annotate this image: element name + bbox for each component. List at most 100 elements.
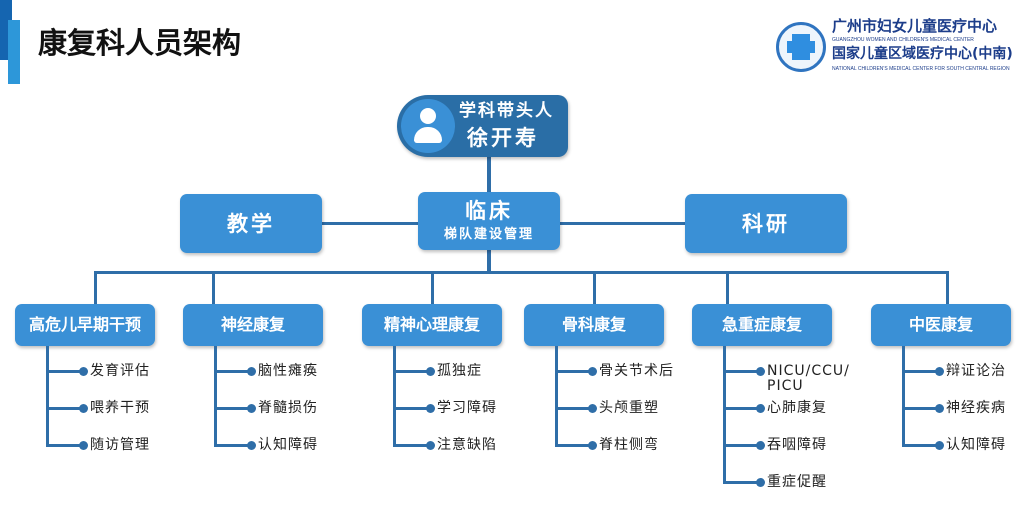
logo-sub-en: NATIONAL CHILDREN'S MEDICAL CENTER FOR S… [832, 66, 1010, 72]
hospital-emblem-icon [776, 22, 826, 72]
department-box: 急重症康复 [692, 304, 832, 346]
connector [487, 250, 491, 273]
connector [46, 346, 49, 446]
department-box: 神经康复 [183, 304, 323, 346]
connector [593, 272, 596, 305]
department-box: 高危儿早期干预 [15, 304, 155, 346]
bullet-icon [756, 441, 765, 450]
bullet-icon [79, 404, 88, 413]
page-title: 康复科人员架构 [38, 26, 242, 60]
connector [431, 272, 434, 305]
connector [723, 370, 759, 373]
connector [214, 407, 250, 410]
department-item: 随访管理 [90, 437, 150, 453]
connector [46, 370, 82, 373]
department-box: 精神心理康复 [362, 304, 502, 346]
bullet-icon [588, 441, 597, 450]
logo-sub-cn: 国家儿童区域医疗中心(中南) [832, 46, 1013, 62]
teaching-label: 教学 [227, 211, 275, 236]
bullet-icon [426, 441, 435, 450]
department-name: 急重症康复 [721, 315, 802, 334]
department-item: 吞咽障碍 [767, 437, 827, 453]
connector [723, 346, 726, 483]
bullet-icon [588, 367, 597, 376]
bullet-icon [756, 404, 765, 413]
department-name: 骨科康复 [561, 315, 626, 334]
logo-name-cn: 广州市妇女儿童医疗中心 [832, 17, 998, 35]
connector [902, 444, 938, 447]
department-item: 学习障碍 [437, 400, 497, 416]
logo-name-en: GUANGZHOU WOMEN AND CHILDREN'S MEDICAL C… [832, 37, 974, 43]
teaching-box: 教学 [180, 194, 322, 253]
connector [902, 407, 938, 410]
connector [902, 370, 938, 373]
connector [393, 444, 429, 447]
connector [46, 407, 82, 410]
clinical-box: 临床 梯队建设管理 [418, 192, 560, 250]
bullet-icon [426, 367, 435, 376]
department-item: 认知障碍 [946, 437, 1006, 453]
bullet-icon [247, 404, 256, 413]
bullet-icon [756, 478, 765, 487]
leader-role: 学科带头人 [459, 101, 554, 121]
bullet-icon [756, 367, 765, 376]
connector [214, 444, 250, 447]
connector [214, 346, 217, 446]
connector [214, 370, 250, 373]
department-item: 注意缺陷 [437, 437, 497, 453]
department-item: 重症促醒 [767, 474, 827, 490]
department-item: 孤独症 [437, 363, 482, 379]
department-item: 发育评估 [90, 363, 150, 379]
connector [94, 271, 949, 274]
department-item: 心肺康复 [767, 400, 827, 416]
bullet-icon [935, 404, 944, 413]
connector [555, 444, 591, 447]
leader-name: 徐开寿 [467, 126, 539, 150]
department-item: NICU/CCU/ PICU [767, 363, 850, 394]
connector [723, 444, 759, 447]
department-name: 神经康复 [220, 315, 285, 334]
connector [487, 157, 491, 193]
bullet-icon [935, 441, 944, 450]
leader-box: 学科带头人 徐开寿 [397, 95, 568, 157]
bullet-icon [588, 404, 597, 413]
bullet-icon [79, 441, 88, 450]
department-name: 精神心理康复 [383, 315, 480, 334]
bullet-icon [79, 367, 88, 376]
bullet-icon [247, 367, 256, 376]
department-item: 脊柱侧弯 [599, 437, 659, 453]
connector [46, 444, 82, 447]
bullet-icon [247, 441, 256, 450]
connector [555, 346, 558, 446]
connector [902, 346, 905, 446]
hospital-logo: 广州市妇女儿童医疗中心 GUANGZHOU WOMEN AND CHILDREN… [776, 18, 1022, 80]
connector [393, 346, 396, 446]
connector [726, 272, 729, 305]
accent-bar [8, 20, 20, 84]
department-name: 中医康复 [908, 315, 973, 334]
department-item: 神经疾病 [946, 400, 1006, 416]
person-icon [401, 99, 455, 153]
research-box: 科研 [685, 194, 847, 253]
connector [94, 272, 97, 305]
connector [393, 407, 429, 410]
connector [946, 272, 949, 305]
department-item: 头颅重塑 [599, 400, 659, 416]
connector [723, 481, 759, 484]
connector [723, 407, 759, 410]
department-box: 中医康复 [871, 304, 1011, 346]
connector [212, 272, 215, 305]
connector [555, 407, 591, 410]
department-item: 骨关节术后 [599, 363, 674, 379]
department-item: 脊髓损伤 [258, 400, 318, 416]
bullet-icon [426, 404, 435, 413]
research-label: 科研 [742, 211, 790, 236]
bullet-icon [935, 367, 944, 376]
department-item: 辩证论治 [946, 363, 1006, 379]
clinical-sub-label: 梯队建设管理 [443, 227, 534, 242]
department-item: 认知障碍 [258, 437, 318, 453]
department-item: 脑性瘫痪 [258, 363, 318, 379]
department-item: 喂养干预 [90, 400, 150, 416]
clinical-label: 临床 [465, 199, 513, 223]
department-name: 高危儿早期干预 [28, 315, 141, 334]
